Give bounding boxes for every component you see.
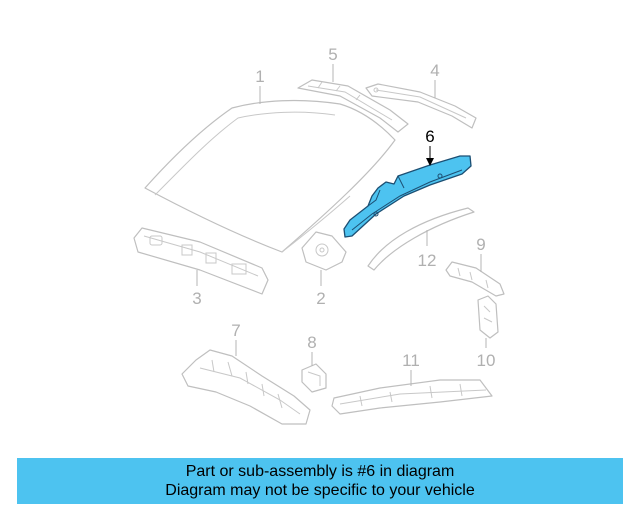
info-banner: Part or sub-assembly is #6 in diagram Di… — [17, 458, 623, 504]
callout-8: 8 — [307, 333, 316, 352]
part-small-bracket — [445, 261, 505, 297]
callout-2: 2 — [316, 289, 325, 308]
callout-9: 9 — [476, 235, 485, 254]
part-package-tray — [181, 349, 311, 425]
callout-1: 1 — [255, 67, 264, 86]
callout-3: 3 — [192, 289, 201, 308]
part-clip — [301, 363, 327, 393]
part-6-roof-reinforcement — [343, 155, 472, 238]
part-bracket — [301, 231, 347, 271]
callout-7: 7 — [231, 321, 240, 340]
part-vertical-bracket — [477, 295, 499, 339]
part-curved-rail — [367, 207, 475, 271]
banner-line-part: Part or sub-assembly is #6 in diagram — [185, 463, 455, 480]
part-rear-header — [133, 227, 269, 295]
callout-10: 10 — [477, 351, 496, 370]
part-roof-panel — [144, 99, 396, 253]
callout-12: 12 — [418, 251, 437, 270]
part-long-bar — [331, 379, 493, 415]
callout-4: 4 — [430, 61, 439, 80]
part-front-header — [297, 79, 409, 133]
callout-11: 11 — [402, 351, 420, 370]
callout-5: 5 — [328, 45, 337, 64]
callout-6: 6 — [425, 127, 434, 146]
banner-line-disclaimer: Diagram may not be specific to your vehi… — [165, 482, 475, 499]
part-side-rail — [365, 83, 477, 129]
